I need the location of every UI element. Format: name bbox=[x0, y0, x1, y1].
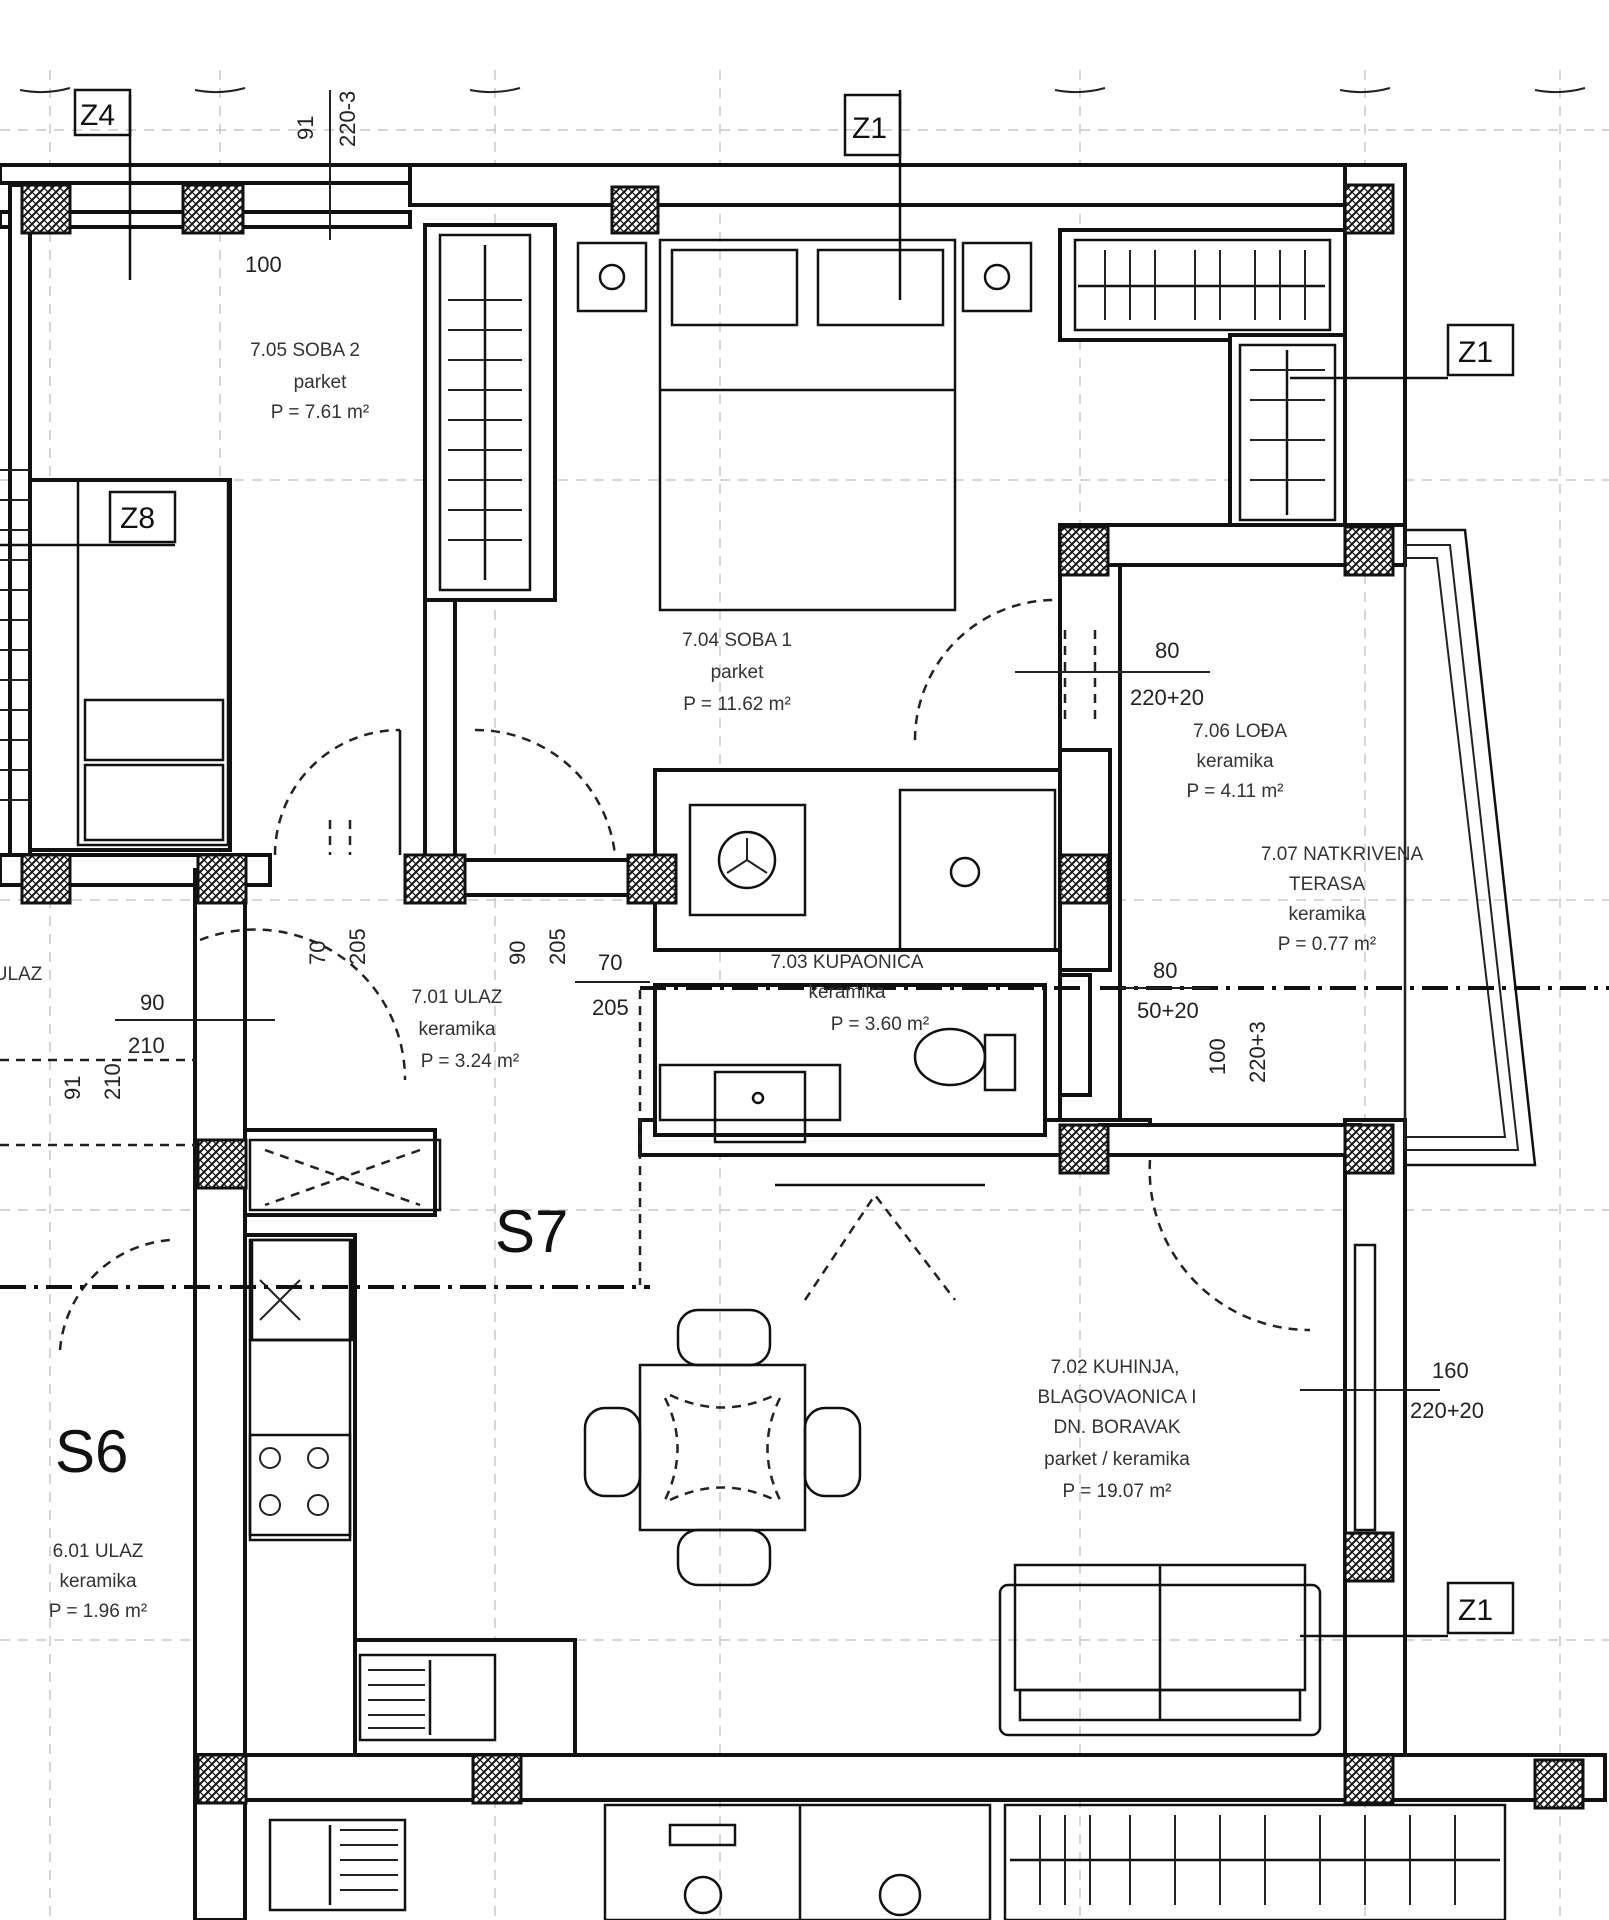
dining-table bbox=[583, 1308, 862, 1587]
svg-text:70: 70 bbox=[598, 950, 622, 975]
svg-text:P = 4.11 m²: P = 4.11 m² bbox=[1187, 781, 1284, 802]
tag-z1-top: Z1 bbox=[843, 90, 902, 300]
room-loda: 7.06 LOĐA keramika P = 4.11 m² bbox=[1187, 721, 1288, 802]
walls bbox=[0, 163, 1607, 1920]
svg-text:70: 70 bbox=[305, 941, 330, 965]
svg-text:Z1: Z1 bbox=[852, 112, 887, 145]
svg-text:205: 205 bbox=[345, 928, 370, 965]
room-kupaona: 7.03 KUPAONICA keramika P = 3.60 m² bbox=[771, 952, 930, 1035]
svg-text:210: 210 bbox=[100, 1063, 125, 1100]
tag-z1-bottom: Z1 bbox=[1300, 1581, 1515, 1638]
svg-text:80: 80 bbox=[1155, 638, 1179, 663]
svg-text:DN. BORAVAK: DN. BORAVAK bbox=[1053, 1417, 1180, 1438]
bottom-fixtures bbox=[268, 1803, 1507, 1920]
bed-double bbox=[576, 238, 1033, 612]
svg-text:P = 11.62 m²: P = 11.62 m² bbox=[683, 694, 791, 715]
svg-text:7.03 KUPAONICA: 7.03 KUPAONICA bbox=[771, 952, 924, 973]
svg-text:P = 3.60 m²: P = 3.60 m² bbox=[831, 1014, 929, 1035]
stair-s6-label: S6 bbox=[55, 1418, 128, 1485]
terrace-railing bbox=[1403, 528, 1537, 1167]
svg-text:220-3: 220-3 bbox=[335, 91, 360, 147]
svg-text:7.01 ULAZ: 7.01 ULAZ bbox=[412, 987, 503, 1008]
svg-text:Z1: Z1 bbox=[1458, 1594, 1493, 1627]
svg-text:160: 160 bbox=[1432, 1358, 1469, 1383]
room-soba1: 7.04 SOBA 1 parket P = 11.62 m² bbox=[682, 630, 792, 715]
svg-text:P = 3.24 m²: P = 3.24 m² bbox=[421, 1051, 519, 1072]
svg-text:91: 91 bbox=[60, 1076, 85, 1100]
svg-text:keramika: keramika bbox=[808, 982, 886, 1003]
svg-text:6.01 ULAZ: 6.01 ULAZ bbox=[53, 1541, 144, 1562]
svg-text:7.02 KUHINJA,: 7.02 KUHINJA, bbox=[1051, 1357, 1180, 1378]
svg-text:7.07 NATKRIVENA: 7.07 NATKRIVENA bbox=[1261, 844, 1424, 865]
svg-text:100: 100 bbox=[245, 252, 282, 277]
wardrobe-soba1 bbox=[438, 233, 532, 592]
svg-text:parket: parket bbox=[711, 662, 765, 683]
svg-text:100: 100 bbox=[1205, 1038, 1230, 1075]
svg-text:91: 91 bbox=[293, 116, 318, 140]
svg-text:7.06 LOĐA: 7.06 LOĐA bbox=[1193, 721, 1287, 742]
tag-z1-right: Z1 bbox=[1290, 323, 1515, 380]
room-terasa: 7.07 NATKRIVENA TERASA keramika P = 0.77… bbox=[1261, 844, 1424, 955]
tag-z4: Z4 bbox=[73, 88, 132, 280]
wardrobe-top-right bbox=[1073, 238, 1332, 332]
room-soba2: 7.05 SOBA 2 parket P = 7.61 m² bbox=[250, 340, 369, 423]
wardrobe-right-small bbox=[1238, 343, 1337, 522]
svg-text:220+20: 220+20 bbox=[1130, 685, 1204, 710]
svg-text:220+20: 220+20 bbox=[1410, 1398, 1484, 1423]
kitchen-counter bbox=[248, 1238, 497, 1742]
room-ulaz6: 6.01 ULAZ keramika P = 1.96 m² bbox=[49, 1541, 147, 1622]
bathroom-fixtures bbox=[658, 788, 1057, 1187]
svg-text:TERASA: TERASA bbox=[1289, 874, 1365, 895]
svg-text:P = 1.96 m²: P = 1.96 m² bbox=[49, 1601, 147, 1622]
svg-text:Z4: Z4 bbox=[80, 99, 115, 132]
svg-text:210: 210 bbox=[128, 1033, 165, 1058]
structural-columns bbox=[20, 183, 1585, 1810]
svg-text:Z8: Z8 bbox=[120, 502, 155, 535]
svg-text:parket: parket bbox=[294, 372, 348, 393]
stair-s7-label: S7 bbox=[495, 1198, 568, 1265]
svg-text:P = 7.61 m²: P = 7.61 m² bbox=[271, 402, 369, 423]
tag-z8: Z8 bbox=[0, 490, 177, 547]
svg-text:205: 205 bbox=[592, 995, 629, 1020]
svg-text:keramika: keramika bbox=[59, 1571, 137, 1592]
svg-text:205: 205 bbox=[545, 928, 570, 965]
svg-text:BLAGOVAONICA I: BLAGOVAONICA I bbox=[1037, 1387, 1196, 1408]
room-left-edge: ULAZ bbox=[0, 964, 43, 985]
room-kuhinja: 7.02 KUHINJA, BLAGOVAONICA I DN. BORAVAK… bbox=[1037, 1357, 1196, 1502]
sofa bbox=[998, 1563, 1322, 1737]
svg-text:P = 0.77 m²: P = 0.77 m² bbox=[1278, 934, 1376, 955]
dimensions: 91 220-3 100 80 220+20 70 205 90 205 70 … bbox=[60, 90, 1484, 1532]
bed-single bbox=[76, 478, 230, 847]
svg-text:keramika: keramika bbox=[1288, 904, 1366, 925]
svg-text:Z1: Z1 bbox=[1458, 336, 1493, 369]
window-left bbox=[0, 469, 30, 801]
svg-text:90: 90 bbox=[505, 941, 530, 965]
room-ulaz: 7.01 ULAZ keramika P = 3.24 m² bbox=[412, 987, 520, 1072]
svg-text:220+3: 220+3 bbox=[1245, 1021, 1270, 1083]
svg-text:keramika: keramika bbox=[418, 1019, 496, 1040]
svg-text:90: 90 bbox=[140, 990, 164, 1015]
door-swings bbox=[0, 598, 1311, 1351]
svg-text:keramika: keramika bbox=[1196, 751, 1274, 772]
svg-text:P = 19.07 m²: P = 19.07 m² bbox=[1063, 1481, 1172, 1502]
svg-text:parket / keramika: parket / keramika bbox=[1044, 1449, 1190, 1470]
svg-text:7.04 SOBA 1: 7.04 SOBA 1 bbox=[682, 630, 792, 651]
svg-text:50+20: 50+20 bbox=[1137, 998, 1199, 1023]
svg-text:80: 80 bbox=[1153, 958, 1177, 983]
svg-text:7.05 SOBA 2: 7.05 SOBA 2 bbox=[250, 340, 360, 361]
